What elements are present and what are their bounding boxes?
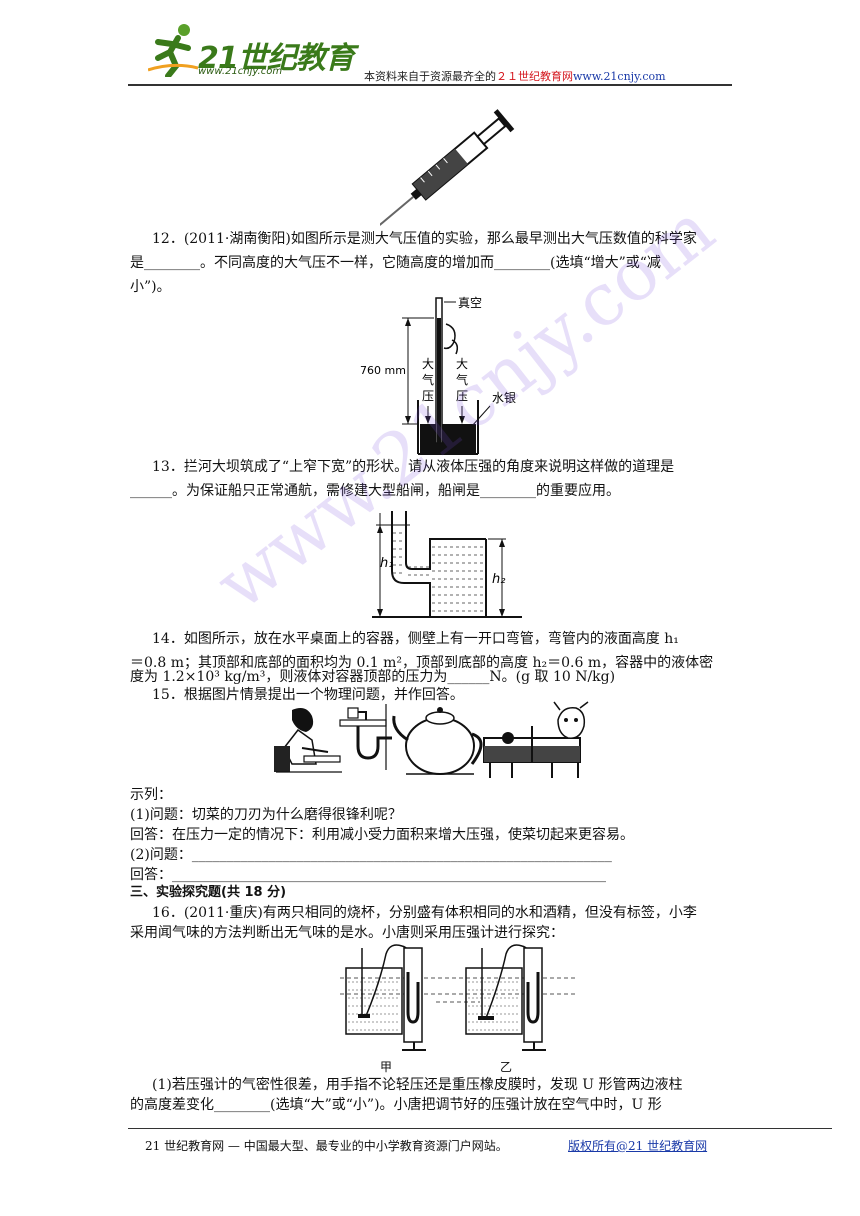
- figure-label-yi: 乙: [500, 1060, 513, 1074]
- q14-line3: 度为 1.2×10³ kg/m³，则液体对容器顶部的压力为______N。(g …: [130, 669, 616, 685]
- q14-line1: 14．如图所示，放在水平桌面上的容器，侧壁上有一开口弯管，弯管内的液面高度 h₁: [152, 631, 679, 647]
- sink-trap-icon: [339, 704, 392, 770]
- pressure-left-3: 压: [422, 389, 434, 403]
- q14-line2: ＝0.8 m；其顶部和底部的面积均为 0.1 m²，顶部到底部的高度 h₂＝0.…: [130, 655, 714, 671]
- q12-line3: 小”)。: [130, 279, 171, 295]
- q16-line2: 采用闻气味的方法判断出无气味的是水。小唐则采用压强计进行探究：: [130, 925, 564, 941]
- q13-line1: 13．拦河大坝筑成了“上窄下宽”的形状。请从液体压强的角度来说明这样做的道理是: [152, 459, 675, 475]
- syringe-figure: [380, 109, 515, 226]
- mercury-label: 水银: [492, 391, 516, 405]
- q16-sub1-line2: 的高度差变化________(选填“大”或“小”)。小唐把调节好的压强计放在空气…: [130, 1097, 662, 1113]
- footer-divider: [128, 1128, 832, 1129]
- header-note: 本资料来自于资源最齐全的２１世纪教育网www.21cnjy.com: [364, 68, 666, 84]
- footer-site-description: 21 世纪教育网 — 中国最大型、最专业的中小学教育资源门户网站。: [145, 1139, 508, 1153]
- logo-url: www.21cnjy.com: [198, 66, 283, 77]
- teapot-icon: [392, 707, 483, 775]
- q15-example-question: (1)问题：切菜的刀刃为什么磨得很锋利呢？: [130, 807, 402, 823]
- vacuum-label: 真空: [458, 296, 482, 310]
- beaker-right: [465, 944, 546, 1051]
- q15-example-answer: 回答：在压力一定的情况下：利用减小受力面积来增大压强，使菜切起来更容易。: [130, 827, 634, 843]
- figure-label-jia: 甲: [380, 1060, 393, 1074]
- q15-answer-2: 回答：_____________________________________…: [130, 867, 606, 883]
- footer-copyright-link[interactable]: 版权所有@21 世纪教育网: [568, 1139, 708, 1153]
- cow-icon: [553, 701, 589, 739]
- header-divider: [128, 84, 732, 86]
- pressure-right-1: 大: [456, 357, 468, 371]
- height-label: 760 mm: [360, 364, 406, 377]
- page-header: 21世纪教育 www.21cnjy.com 本资料来自于资源最齐全的２１世纪教育…: [0, 0, 860, 90]
- h2-label: h₂: [492, 572, 505, 587]
- pressure-right-2: 气: [456, 372, 468, 387]
- q15-question-2: (2)问题：__________________________________…: [130, 847, 612, 863]
- pressure-right-3: 压: [456, 389, 468, 403]
- q13-line2: ______。为保证船只正常通航，需修建大型船闸，船闸是________的重要应…: [130, 483, 620, 499]
- header-note-url[interactable]: www.21cnjy.com: [573, 70, 666, 83]
- woman-cutting-icon: [274, 708, 342, 773]
- q15-line1: 15．根据图片情景提出一个物理问题，并作回答。: [152, 687, 464, 703]
- q12-line1: 12．(2011·湖南衡阳)如图所示是测大气压值的实验，那么最早测出大气压数值的…: [152, 231, 697, 247]
- scene-figure: [274, 701, 589, 778]
- q16-sub1-line1: (1)若压强计的气密性很差，用手指不论轻压还是重压橡皮膜时，发现 U 形管两边液…: [152, 1077, 683, 1093]
- pressure-gauge-figure: [340, 944, 576, 1051]
- h1-label: h₁: [380, 556, 393, 571]
- runner-logo-icon: [148, 24, 198, 77]
- section3-title: 三、实验探究题(共 18 分): [130, 885, 287, 900]
- header-note-brand[interactable]: ２１世纪教育网: [496, 70, 573, 83]
- container-bent-tube-figure: h₁ h₂: [372, 511, 522, 618]
- q15-example-label: 示列：: [130, 787, 172, 803]
- water-trough-icon: [483, 726, 581, 778]
- header-note-prefix: 本资料来自于资源最齐全的: [364, 70, 496, 83]
- q16-line1: 16．(2011·重庆)有两只相同的烧杯，分别盛有体积相同的水和酒精，但没有标签…: [152, 905, 697, 921]
- torricelli-experiment-figure: 真空 760 mm 大 气 压 大 气 压 水银: [360, 296, 516, 455]
- q12-line2: 是________。不同高度的大气压不一样，它随高度的增加而________(选…: [130, 255, 661, 271]
- pressure-left-2: 气: [422, 372, 434, 387]
- logo-text: 21世纪教育: [198, 41, 355, 76]
- pressure-left-1: 大: [422, 357, 434, 371]
- beaker-left: [345, 944, 426, 1051]
